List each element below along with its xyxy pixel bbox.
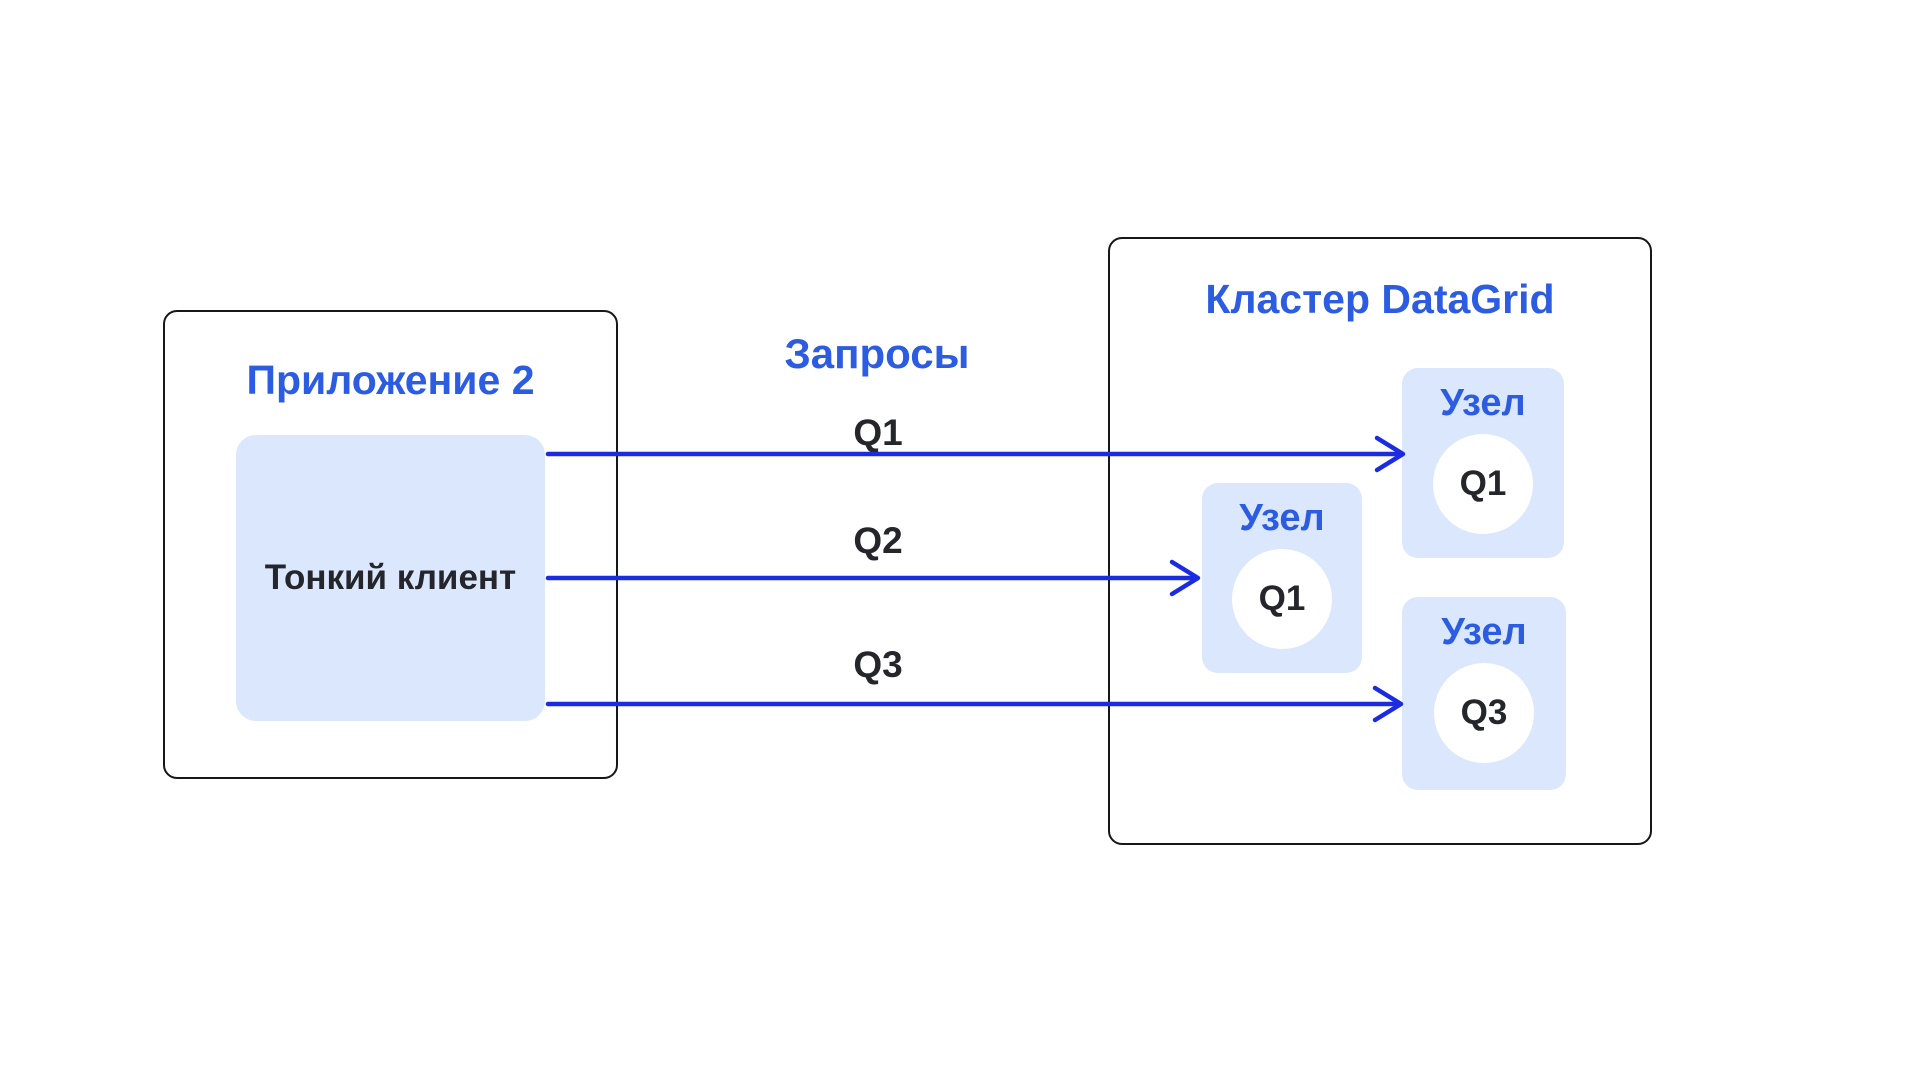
node-2-query-circle: Q1 [1232,549,1332,649]
application-title: Приложение 2 [246,357,535,403]
cluster-title: Кластер DataGrid [1205,276,1555,322]
node-2-label: Узел [1239,497,1325,539]
arrow-label-q3: Q3 [853,644,903,685]
node-1-query: Q1 [1459,464,1507,503]
node-box-3: Узел Q3 [1402,597,1566,790]
node-1-label: Узел [1440,382,1526,424]
arrow-label-q1: Q1 [853,412,903,453]
requests-heading: Запросы [784,330,970,377]
node-3-label: Узел [1441,611,1527,653]
cluster-box: Кластер DataGrid [1108,237,1652,845]
node-2-query: Q1 [1258,579,1306,618]
arrow-label-q2: Q2 [853,520,903,561]
node-1-query-circle: Q1 [1433,434,1533,534]
node-box-1: Узел Q1 [1402,368,1564,558]
thin-client-box: Тонкий клиент [236,435,545,721]
node-3-query-circle: Q3 [1434,663,1534,763]
arrow-q2 [545,559,1201,597]
node-3-query: Q3 [1460,693,1508,732]
node-box-2: Узел Q1 [1202,483,1362,673]
thin-client-label: Тонкий клиент [264,558,517,597]
